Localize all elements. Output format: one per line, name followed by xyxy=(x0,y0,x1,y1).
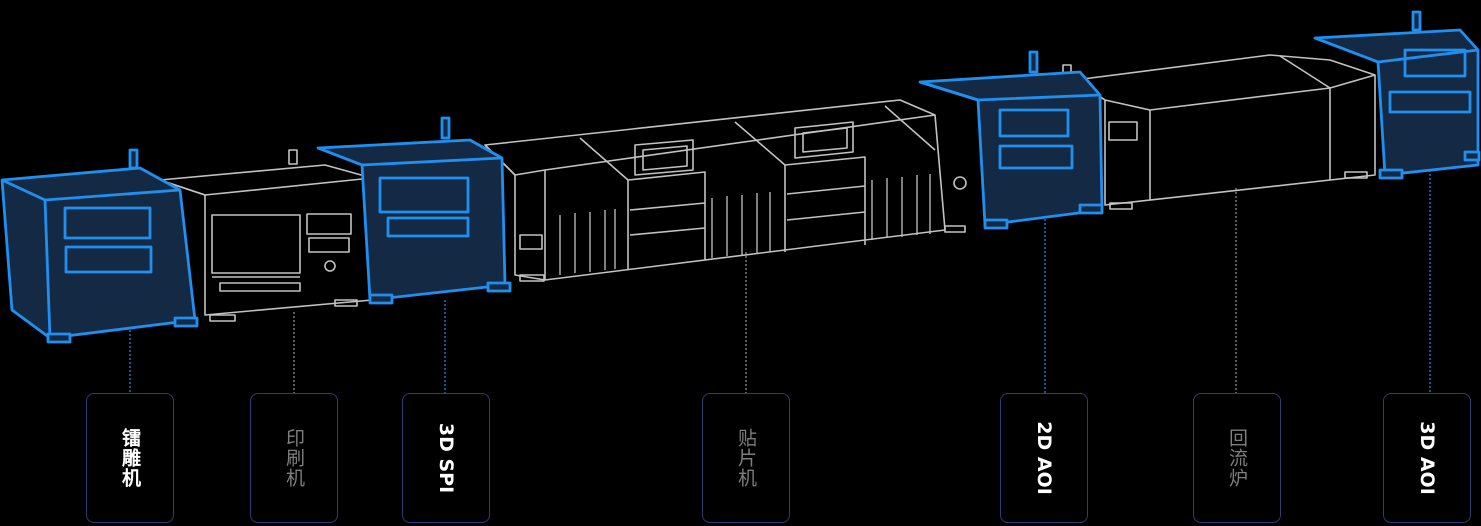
station-label-text: 回流炉 xyxy=(1226,428,1248,488)
laser-engraver-machine xyxy=(0,148,199,344)
station-label-text: 镭雕机 xyxy=(119,428,141,488)
station-label-text: 2D AOI xyxy=(1033,421,1055,495)
printer-machine xyxy=(159,149,373,322)
station-label-text: 3D AOI xyxy=(1416,421,1438,495)
station-label-printer: 印刷机 xyxy=(250,393,338,523)
aoi2d-machine xyxy=(918,50,1104,230)
station-label-text: 3D SPI xyxy=(435,422,457,494)
station-label-text: 贴片机 xyxy=(735,428,757,488)
station-label-spi: 3D SPI xyxy=(402,393,490,523)
station-label-aoi3d: 3D AOI xyxy=(1383,393,1471,523)
reflow-oven xyxy=(1062,54,1376,210)
placement-machine xyxy=(484,99,967,282)
station-label-engraver: 镭雕机 xyxy=(86,393,174,523)
grey-machines xyxy=(159,54,1376,322)
station-label-placement: 贴片机 xyxy=(702,393,790,523)
highlighted-machines xyxy=(0,10,1481,344)
connector-lines xyxy=(129,170,1431,393)
aoi3d-machine xyxy=(1313,10,1481,180)
station-label-aoi2d: 2D AOI xyxy=(1000,393,1088,523)
station-label-reflow: 回流炉 xyxy=(1193,393,1281,523)
spi-machine xyxy=(316,116,512,305)
station-label-text: 印刷机 xyxy=(283,428,305,488)
